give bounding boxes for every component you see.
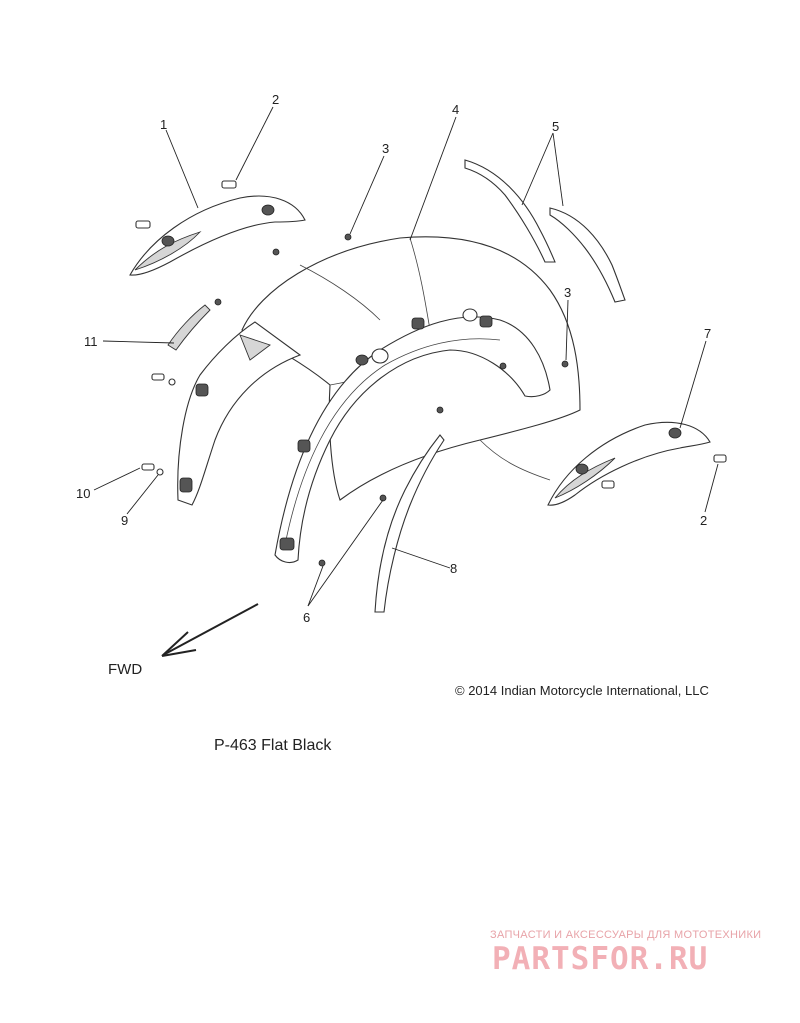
lower-trim-strip	[374, 434, 445, 613]
callout-6: 6	[303, 610, 310, 625]
left-side-panel	[177, 321, 302, 506]
callout-9: 9	[121, 513, 128, 528]
callout-labels: 1 2 3 4 5 3 11 7 10 9 2 8 6	[76, 92, 711, 625]
callout-3-top: 3	[382, 141, 389, 156]
callout-11: 11	[84, 334, 98, 349]
fasteners	[135, 180, 727, 567]
callout-2-right: 2	[700, 513, 707, 528]
copyright-notice: © 2014 Indian Motorcycle International, …	[455, 683, 709, 698]
callout-7: 7	[704, 326, 711, 341]
callout-3-right: 3	[564, 285, 571, 300]
trim-strips	[464, 159, 626, 303]
watermark-brand-logo: PARTSFOR.RU	[492, 941, 709, 977]
fwd-label: FWD	[108, 661, 143, 678]
right-trim-rail	[547, 421, 711, 506]
callout-5: 5	[552, 119, 559, 134]
left-trim-rail	[129, 195, 306, 276]
watermark-tagline: ЗАПЧАСТИ И АКСЕССУАРЫ ДЛЯ МОТОТЕХНИКИ	[490, 929, 762, 941]
callout-8: 8	[450, 561, 457, 576]
forward-arrow-icon	[161, 603, 259, 657]
small-bracket	[167, 304, 211, 351]
callout-4: 4	[452, 102, 459, 117]
leader-lines	[93, 106, 719, 607]
callout-1: 1	[160, 117, 167, 132]
callout-2-top: 2	[272, 92, 279, 107]
part-code-label: P-463 Flat Black	[214, 737, 332, 754]
callout-10: 10	[76, 486, 90, 501]
fender-inner-rail	[274, 308, 551, 564]
